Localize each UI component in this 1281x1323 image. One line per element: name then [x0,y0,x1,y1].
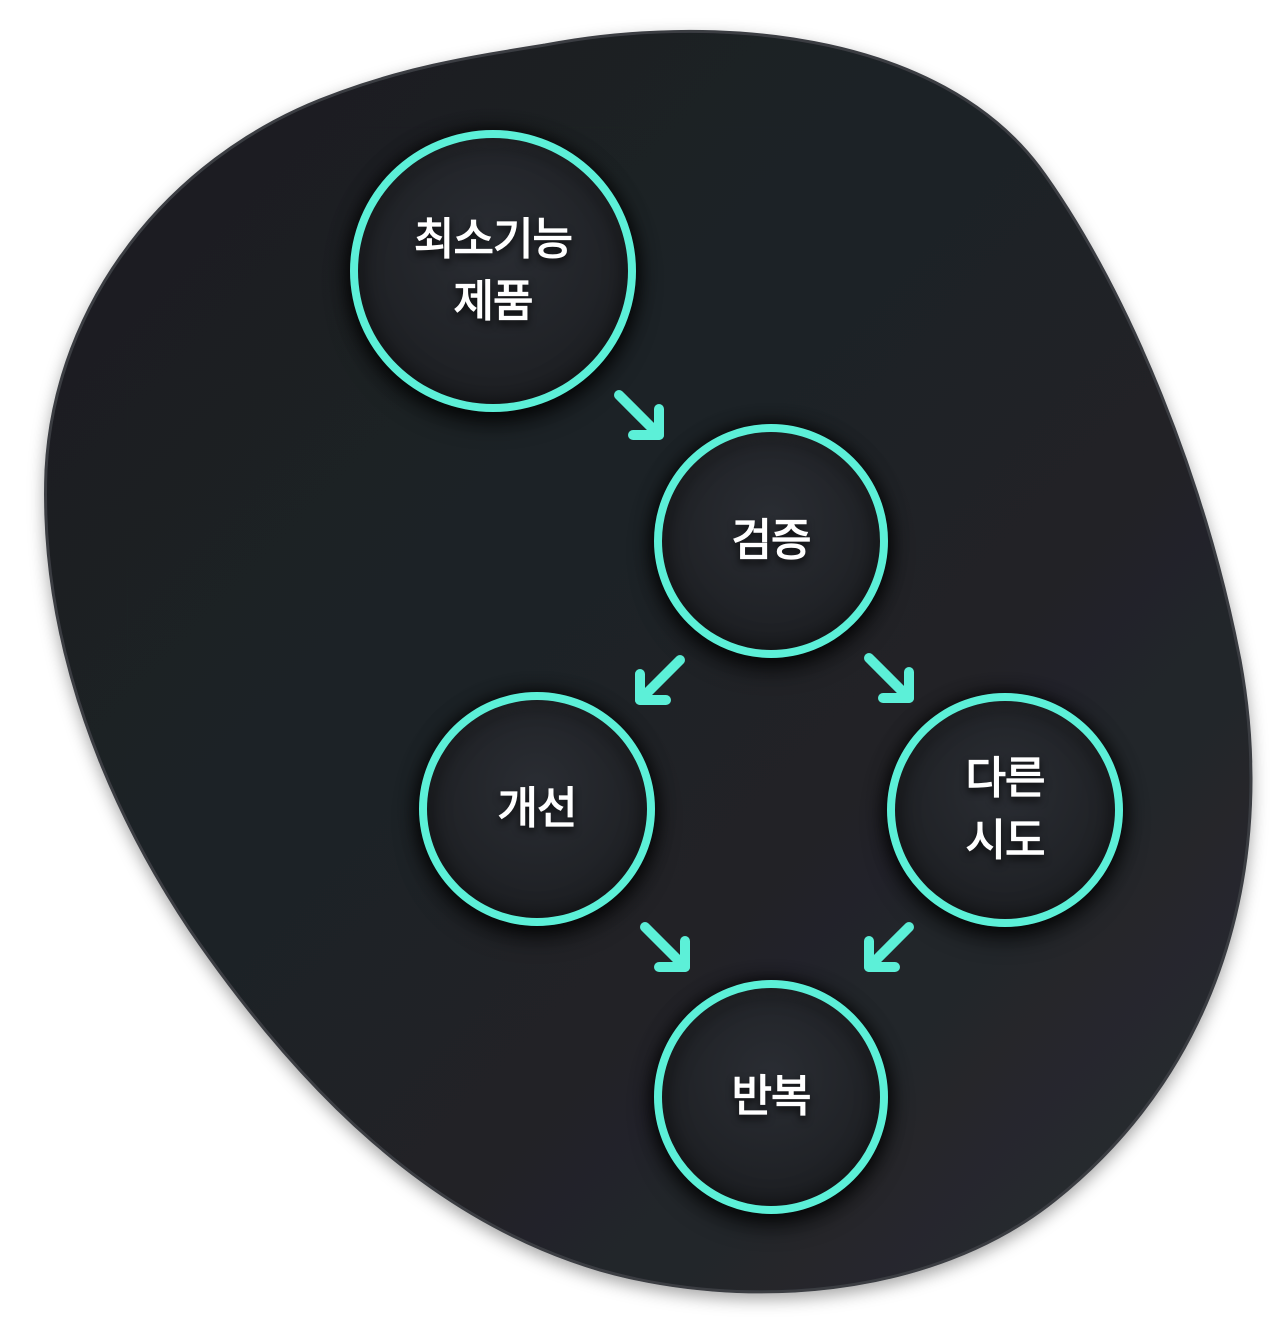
arrow-validation-to-alternative [864,653,914,703]
node-label-improve: 개선 [497,783,578,834]
blob-shape [44,29,1253,1294]
arrow-mvp-to-validation [614,390,664,440]
node-label-alternative: 다른 시도 [965,753,1046,866]
arrow-validation-to-improve [635,655,685,705]
node-minimum-viable-product: 최소기능 제품 [350,130,636,412]
node-label-mvp: 최소기능 제품 [414,214,573,327]
node-validation: 검증 [654,424,888,658]
node-label-validation: 검증 [731,515,812,566]
node-repeat: 반복 [654,980,888,1214]
node-improve: 개선 [419,692,655,926]
arrow-alternative-to-repeat [864,922,914,972]
arrow-improve-to-repeat [640,922,690,972]
node-alternative-attempt: 다른 시도 [887,693,1123,927]
node-label-repeat: 반복 [731,1071,812,1122]
